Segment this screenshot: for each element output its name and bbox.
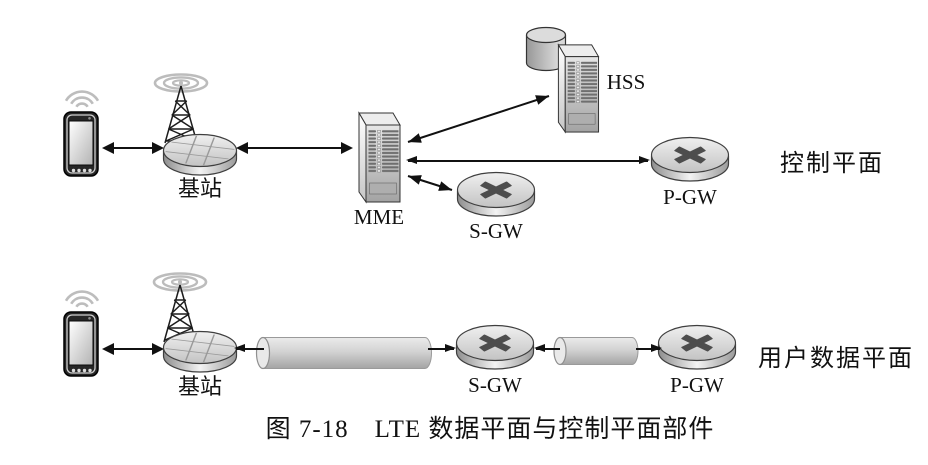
tunnel-pipe-sgw-pgw — [553, 336, 645, 366]
tunnel-arrow-to-sgw-right — [534, 344, 562, 354]
hss-label: HSS — [606, 70, 646, 94]
link-mme-pgw — [406, 156, 650, 166]
link-mme-sgw — [407, 175, 453, 191]
pgw-label: P-GW — [663, 185, 717, 209]
arrowhead-right-icon — [341, 142, 353, 154]
mme-label: MME — [353, 205, 405, 229]
link-ue-basestation-user — [102, 343, 164, 355]
pgw-router-icon — [650, 136, 730, 184]
arrowhead-right-icon — [639, 156, 650, 164]
sgw-router-icon — [455, 324, 535, 372]
control-plane-label: 控制平面 — [780, 151, 884, 177]
arrowhead-right-icon — [445, 344, 456, 352]
sgw-label: S-GW — [469, 219, 523, 243]
tunnel-arrow-to-sgw — [426, 344, 456, 354]
base-station-disc-icon — [162, 133, 238, 177]
tunnel-pipe-basestation-sgw — [254, 336, 438, 370]
tunnel-arrow-to-pgw — [634, 344, 662, 354]
arrowhead-right-icon — [152, 343, 164, 355]
hss-server-icon — [551, 40, 603, 134]
tunnel-arrow-to-basestation — [234, 344, 266, 354]
mme-server-icon — [352, 108, 404, 204]
arrow-line — [104, 146, 162, 150]
arrow-line — [636, 348, 660, 350]
arrowhead-left-icon — [406, 156, 417, 164]
figure-caption: 图 7-18 LTE 数据平面与控制平面部件 — [265, 416, 715, 443]
arrow-line — [536, 348, 560, 350]
user-data-plane-label: 用户数据平面 — [758, 346, 914, 372]
arrowhead-right-icon — [651, 344, 662, 352]
base-station-label: 基站 — [177, 176, 222, 201]
base-station-disc-icon — [162, 330, 238, 374]
arrowhead-left-icon — [534, 344, 545, 352]
sgw-router-icon — [456, 171, 536, 219]
arrow-line — [428, 348, 454, 350]
link-ue-basestation-control — [102, 142, 164, 154]
arrow-line — [408, 160, 648, 162]
arrow-line — [236, 348, 264, 350]
arrow-line — [238, 146, 351, 150]
pgw-label: P-GW — [670, 373, 724, 397]
base-station-label: 基站 — [177, 374, 222, 399]
arrowhead-right-icon — [152, 142, 164, 154]
link-mme-hss — [407, 95, 550, 143]
ue-phone-icon — [58, 290, 106, 378]
arrowhead-left-icon — [234, 344, 245, 352]
sgw-label: S-GW — [468, 373, 522, 397]
arrow-line — [104, 347, 162, 351]
ue-phone-icon — [58, 90, 106, 178]
link-basestation-mme — [236, 142, 353, 154]
pgw-router-icon — [657, 324, 737, 372]
